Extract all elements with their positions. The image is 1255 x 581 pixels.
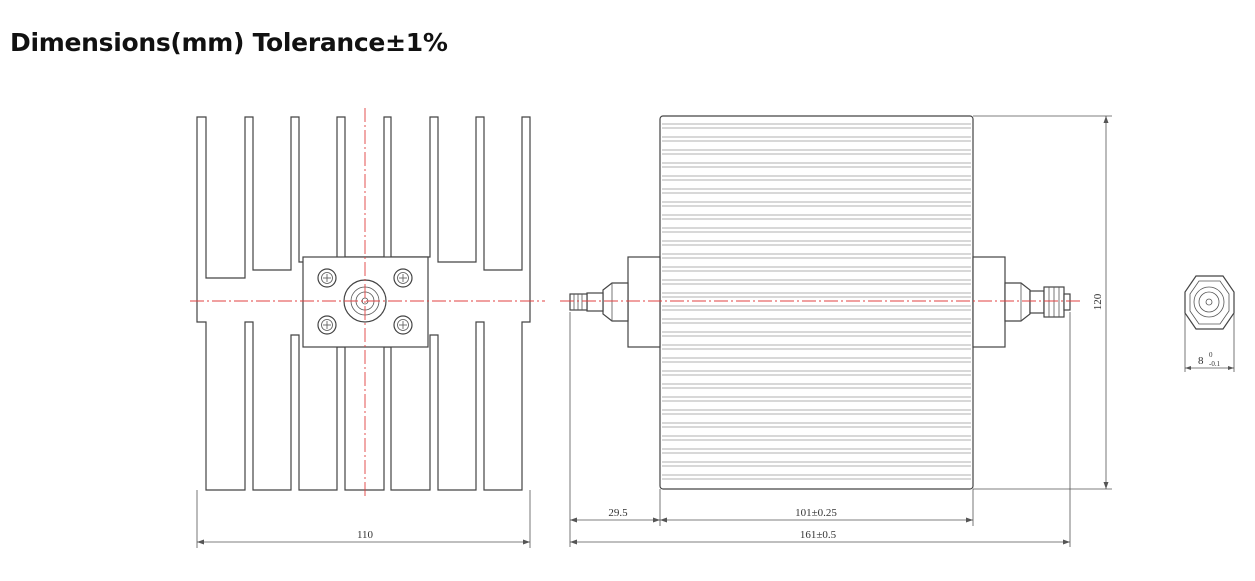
left-housing xyxy=(627,256,661,348)
hex-tol-upper: 0 xyxy=(1209,351,1213,359)
total-length-label: 161±0.5 xyxy=(800,529,837,541)
hex-end-view xyxy=(1184,275,1235,372)
front-view: 110 xyxy=(190,108,545,548)
left-hex-nut xyxy=(602,282,629,322)
body-length-label: 101±0.25 xyxy=(795,507,837,519)
page-title: Dimensions(mm) Tolerance±1% xyxy=(10,28,448,57)
width-label: 110 xyxy=(357,529,374,541)
right-connector-tip xyxy=(1063,293,1071,311)
left-connector-body xyxy=(586,292,604,312)
height-label: 120 xyxy=(1092,293,1104,310)
connector-length-label: 29.5 xyxy=(608,507,628,519)
side-view: 120 29.5 101±0.25 161±0.5 xyxy=(560,115,1112,547)
right-hex-nut xyxy=(1004,282,1031,322)
hex-outline xyxy=(1184,275,1235,330)
height-dimension xyxy=(973,115,1112,490)
screw-bottom-right xyxy=(393,315,413,335)
screw-top-left xyxy=(317,268,337,288)
width-dimension xyxy=(196,490,531,548)
body-length-dimension xyxy=(660,517,973,523)
right-connector-body xyxy=(1029,290,1045,314)
hex-tol-lower: -0.1 xyxy=(1209,360,1221,368)
cooling-ribs xyxy=(662,123,971,480)
body-outline xyxy=(659,115,974,490)
right-housing xyxy=(972,256,1006,348)
screw-top-right xyxy=(393,268,413,288)
hex-outer-ring xyxy=(1193,286,1225,318)
hex-size-label: 8 xyxy=(1198,355,1204,367)
left-connector-tip xyxy=(569,293,588,311)
hex-center-pin xyxy=(1205,298,1213,306)
screw-bottom-left xyxy=(317,315,337,335)
total-length-dimension xyxy=(570,539,1070,545)
connector-length-dimension xyxy=(570,517,660,523)
